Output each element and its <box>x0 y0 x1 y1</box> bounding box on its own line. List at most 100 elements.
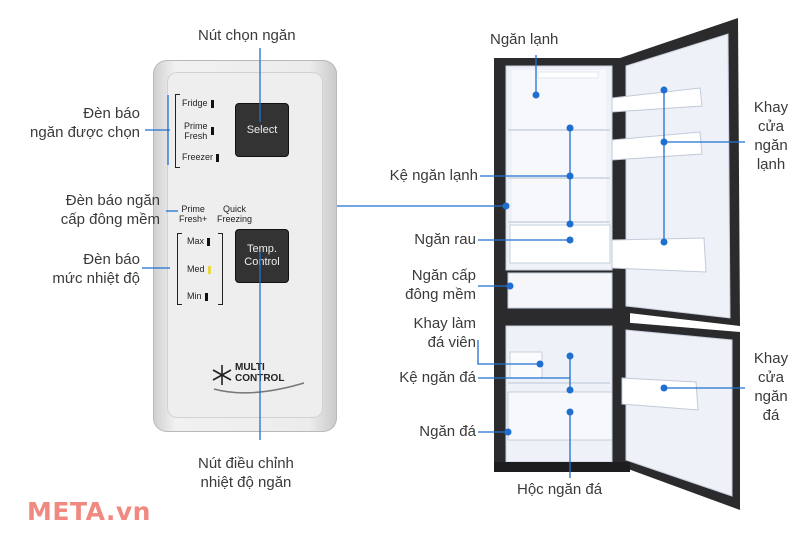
label-temp-indicator-line2: mức nhiệt độ <box>52 270 140 287</box>
max-label: Max <box>187 236 205 246</box>
fridge-indicator: Fridge <box>182 98 214 108</box>
label-temp-indicator-line1: Đèn báo <box>83 251 140 268</box>
fresh-plus-label: Fresh+ <box>179 214 208 224</box>
soft-freeze-drawer <box>507 272 613 309</box>
label-freezer-door-tray: Khay cửa ngăn đá <box>748 349 794 425</box>
dot-freezer-compartment <box>504 428 512 436</box>
label-freezer-door-tray-line1: Khay <box>753 350 789 367</box>
label-freezer-shelf: Kệ ngăn đá <box>399 369 476 386</box>
dot-freezer-shelf-1 <box>566 352 574 360</box>
temp-label: Temp. <box>247 243 277 255</box>
min-indicator: Min <box>187 291 208 301</box>
temp-bracket-left <box>177 233 182 305</box>
dot-ice-tray <box>536 360 544 368</box>
label-freezer-door-tray-line3: ngăn <box>754 388 788 405</box>
dot-vegetable-drawer <box>566 236 574 244</box>
callout-ice-tray <box>477 340 540 365</box>
fridge-shelves <box>508 129 610 223</box>
freezer-door-tray <box>621 377 699 411</box>
med-label: Med <box>187 264 205 274</box>
dot-shelf-3 <box>566 220 574 228</box>
vegetable-drawer <box>509 224 611 264</box>
prime-fresh-led <box>210 127 214 135</box>
freezing-label: Freezing <box>217 214 253 224</box>
dot-freezer-door-tray <box>660 384 668 392</box>
dot-door-tray-2 <box>660 138 668 146</box>
label-ice-tray-line2: đá viên <box>427 334 476 351</box>
label-temp-indicator: Đèn báo mức nhiệt độ <box>20 250 140 288</box>
fridge-base <box>494 462 630 472</box>
label-ice-tray-line1: Khay làm <box>413 315 476 332</box>
fridge-door-trays <box>611 87 707 273</box>
label-vegetable-drawer: Ngăn rau <box>414 231 476 248</box>
dot-freezer-shelf-2 <box>566 386 574 394</box>
label-fridge-shelf: Kệ ngăn lạnh <box>389 167 478 184</box>
label-selected-indicator-line1: Đèn báo <box>83 105 140 122</box>
label-soft-freeze-indicator-line2: cấp đông mềm <box>60 211 160 228</box>
prime-label: Prime <box>184 121 208 131</box>
fridge-indicator-label: Fridge <box>182 98 208 108</box>
freezer-drawer <box>507 391 613 441</box>
fridge-light <box>537 71 599 79</box>
freezer-indicator: Freezer <box>182 152 220 162</box>
label-soft-freeze-compartment: Ngăn cấp đông mềm <box>350 266 476 304</box>
dot-door-tray-1 <box>660 86 668 94</box>
label-soft-freeze-line2: đông mềm <box>405 286 476 303</box>
label-fridge-door-tray: Khay cửa ngăn lạnh <box>748 98 794 174</box>
min-led <box>204 292 208 301</box>
temp-control-button[interactable]: Temp.Control <box>236 230 288 282</box>
dot-shelf-1 <box>566 124 574 132</box>
label-temp-button-line1: Nút điều chỉnh <box>198 455 294 472</box>
dot-fridge-compartment <box>532 91 540 99</box>
label-freezer-drawer: Hộc ngăn đá <box>517 481 603 498</box>
fresh-label: Fresh <box>184 131 208 141</box>
label-freezer-compartment: Ngăn đá <box>419 423 476 440</box>
prime-plus-label: Prime <box>181 204 205 214</box>
freezer-led <box>216 153 220 162</box>
label-freezer-door-tray-line2: cửa <box>758 369 784 386</box>
dot-soft-freeze <box>506 282 514 290</box>
max-led <box>207 237 211 246</box>
med-indicator: Med <box>187 264 211 274</box>
dot-panel-location <box>502 202 510 210</box>
fridge-led <box>210 99 214 108</box>
temp-bracket-right <box>218 233 223 305</box>
max-indicator: Max <box>187 236 211 246</box>
label-fridge-compartment: Ngăn lạnh <box>490 31 559 48</box>
med-led <box>207 265 211 274</box>
label-fridge-door-tray-line4: lạnh <box>756 156 786 173</box>
label-selected-indicator-line2: ngăn được chọn <box>30 124 140 141</box>
freezer-door-liner <box>625 329 733 497</box>
label-soft-freeze-indicator: Đèn báo ngăn cấp đông mềm <box>20 191 160 229</box>
label-select-button: Nút chọn ngăn <box>198 27 296 44</box>
select-button-label: Select <box>246 123 278 136</box>
select-button[interactable]: Select <box>236 104 288 156</box>
label-fridge-door-tray-line3: ngăn <box>754 137 788 154</box>
label-fridge-door-tray-line1: Khay <box>753 99 789 116</box>
indicator-bracket <box>175 94 180 168</box>
label-freezer-door-tray-line4: đá <box>762 407 780 424</box>
label-temp-button-line2: nhiệt độ ngăn <box>200 474 292 491</box>
label-selected-indicator: Đèn báo ngăn được chọn <box>20 104 140 142</box>
dot-shelf-2 <box>566 172 574 180</box>
label-soft-freeze-line1: Ngăn cấp <box>411 267 476 284</box>
snowflake-icon <box>212 365 305 394</box>
dot-door-tray-3 <box>660 238 668 246</box>
dot-freezer-drawer <box>566 408 574 416</box>
label-soft-freeze-indicator-line1: Đèn báo ngăn <box>65 192 160 209</box>
multi-label: MULTI <box>235 362 265 373</box>
min-label: Min <box>187 291 202 301</box>
label-fridge-door-tray-line2: cửa <box>758 118 784 135</box>
label-temp-button: Nút điều chỉnh nhiệt độ ngăn <box>198 454 294 492</box>
control-label: Control <box>244 256 280 268</box>
quick-label: Quick <box>223 204 247 214</box>
brand-watermark: META.vn <box>27 497 151 526</box>
